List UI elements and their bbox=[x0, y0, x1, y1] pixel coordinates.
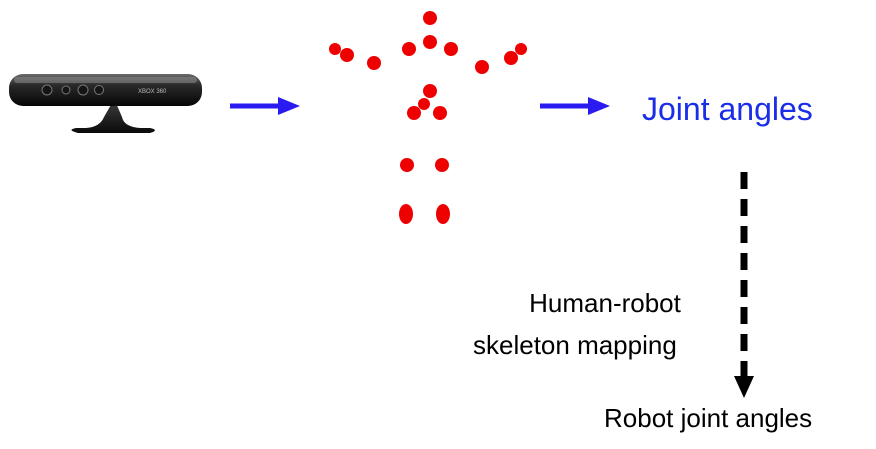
skeleton-figure bbox=[329, 11, 527, 224]
skeleton-joint bbox=[433, 106, 447, 120]
skeleton-joint bbox=[423, 35, 437, 49]
skeleton-joint bbox=[515, 43, 527, 55]
skeleton-joint bbox=[399, 204, 413, 224]
skeleton-joint bbox=[423, 11, 437, 25]
mapping-label-line2: skeleton mapping bbox=[473, 332, 677, 358]
skeleton-joint bbox=[340, 48, 354, 62]
robot-joint-angles-label: Robot joint angles bbox=[604, 405, 812, 431]
arrow-sensor-to-skeleton bbox=[230, 97, 300, 115]
skeleton-joint bbox=[475, 60, 489, 74]
joint-angles-label: Joint angles bbox=[642, 93, 813, 125]
skeleton-joint bbox=[407, 106, 421, 120]
skeleton-joint bbox=[504, 51, 518, 65]
skeleton-joint bbox=[367, 56, 381, 70]
skeleton-joint bbox=[444, 42, 458, 56]
skeleton-joint bbox=[329, 43, 341, 55]
skeleton-joint bbox=[436, 204, 450, 224]
skeleton-joint bbox=[435, 158, 449, 172]
arrow-skeleton-to-angles bbox=[540, 97, 610, 115]
skeleton-joint bbox=[400, 158, 414, 172]
sensor-brand-text: XBOX 360 bbox=[138, 89, 167, 95]
mapping-label-line1: Human-robot bbox=[505, 290, 705, 316]
skeleton-joint bbox=[423, 84, 437, 98]
dashed-mapping-arrow bbox=[734, 172, 754, 398]
skeleton-joint bbox=[418, 98, 430, 110]
kinect-sensor-icon: XBOX 360 bbox=[9, 74, 202, 133]
skeleton-joint bbox=[402, 42, 416, 56]
